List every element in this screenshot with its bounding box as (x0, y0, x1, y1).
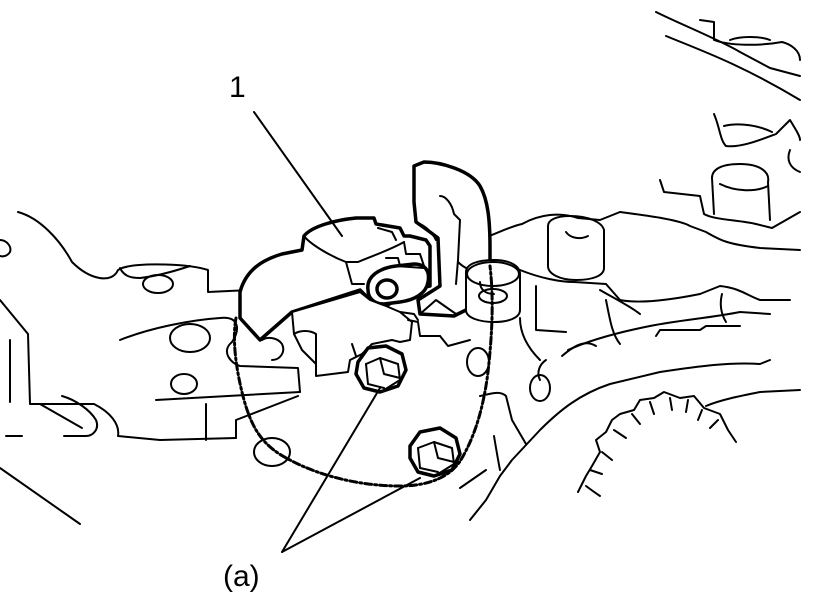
leader-line-1 (253, 111, 343, 237)
bolt-lower (408, 426, 462, 478)
leader-line-a-lower (281, 477, 421, 553)
leader-line-a-upper (281, 387, 381, 553)
callout-part-1: 1 (229, 71, 246, 104)
bolt-upper (354, 344, 408, 394)
engine-casing (0, 11, 801, 525)
dashed-outline (232, 264, 494, 488)
component-body (238, 160, 521, 377)
callout-bolts-a: (a) (223, 560, 260, 593)
leader-lines (253, 111, 421, 553)
